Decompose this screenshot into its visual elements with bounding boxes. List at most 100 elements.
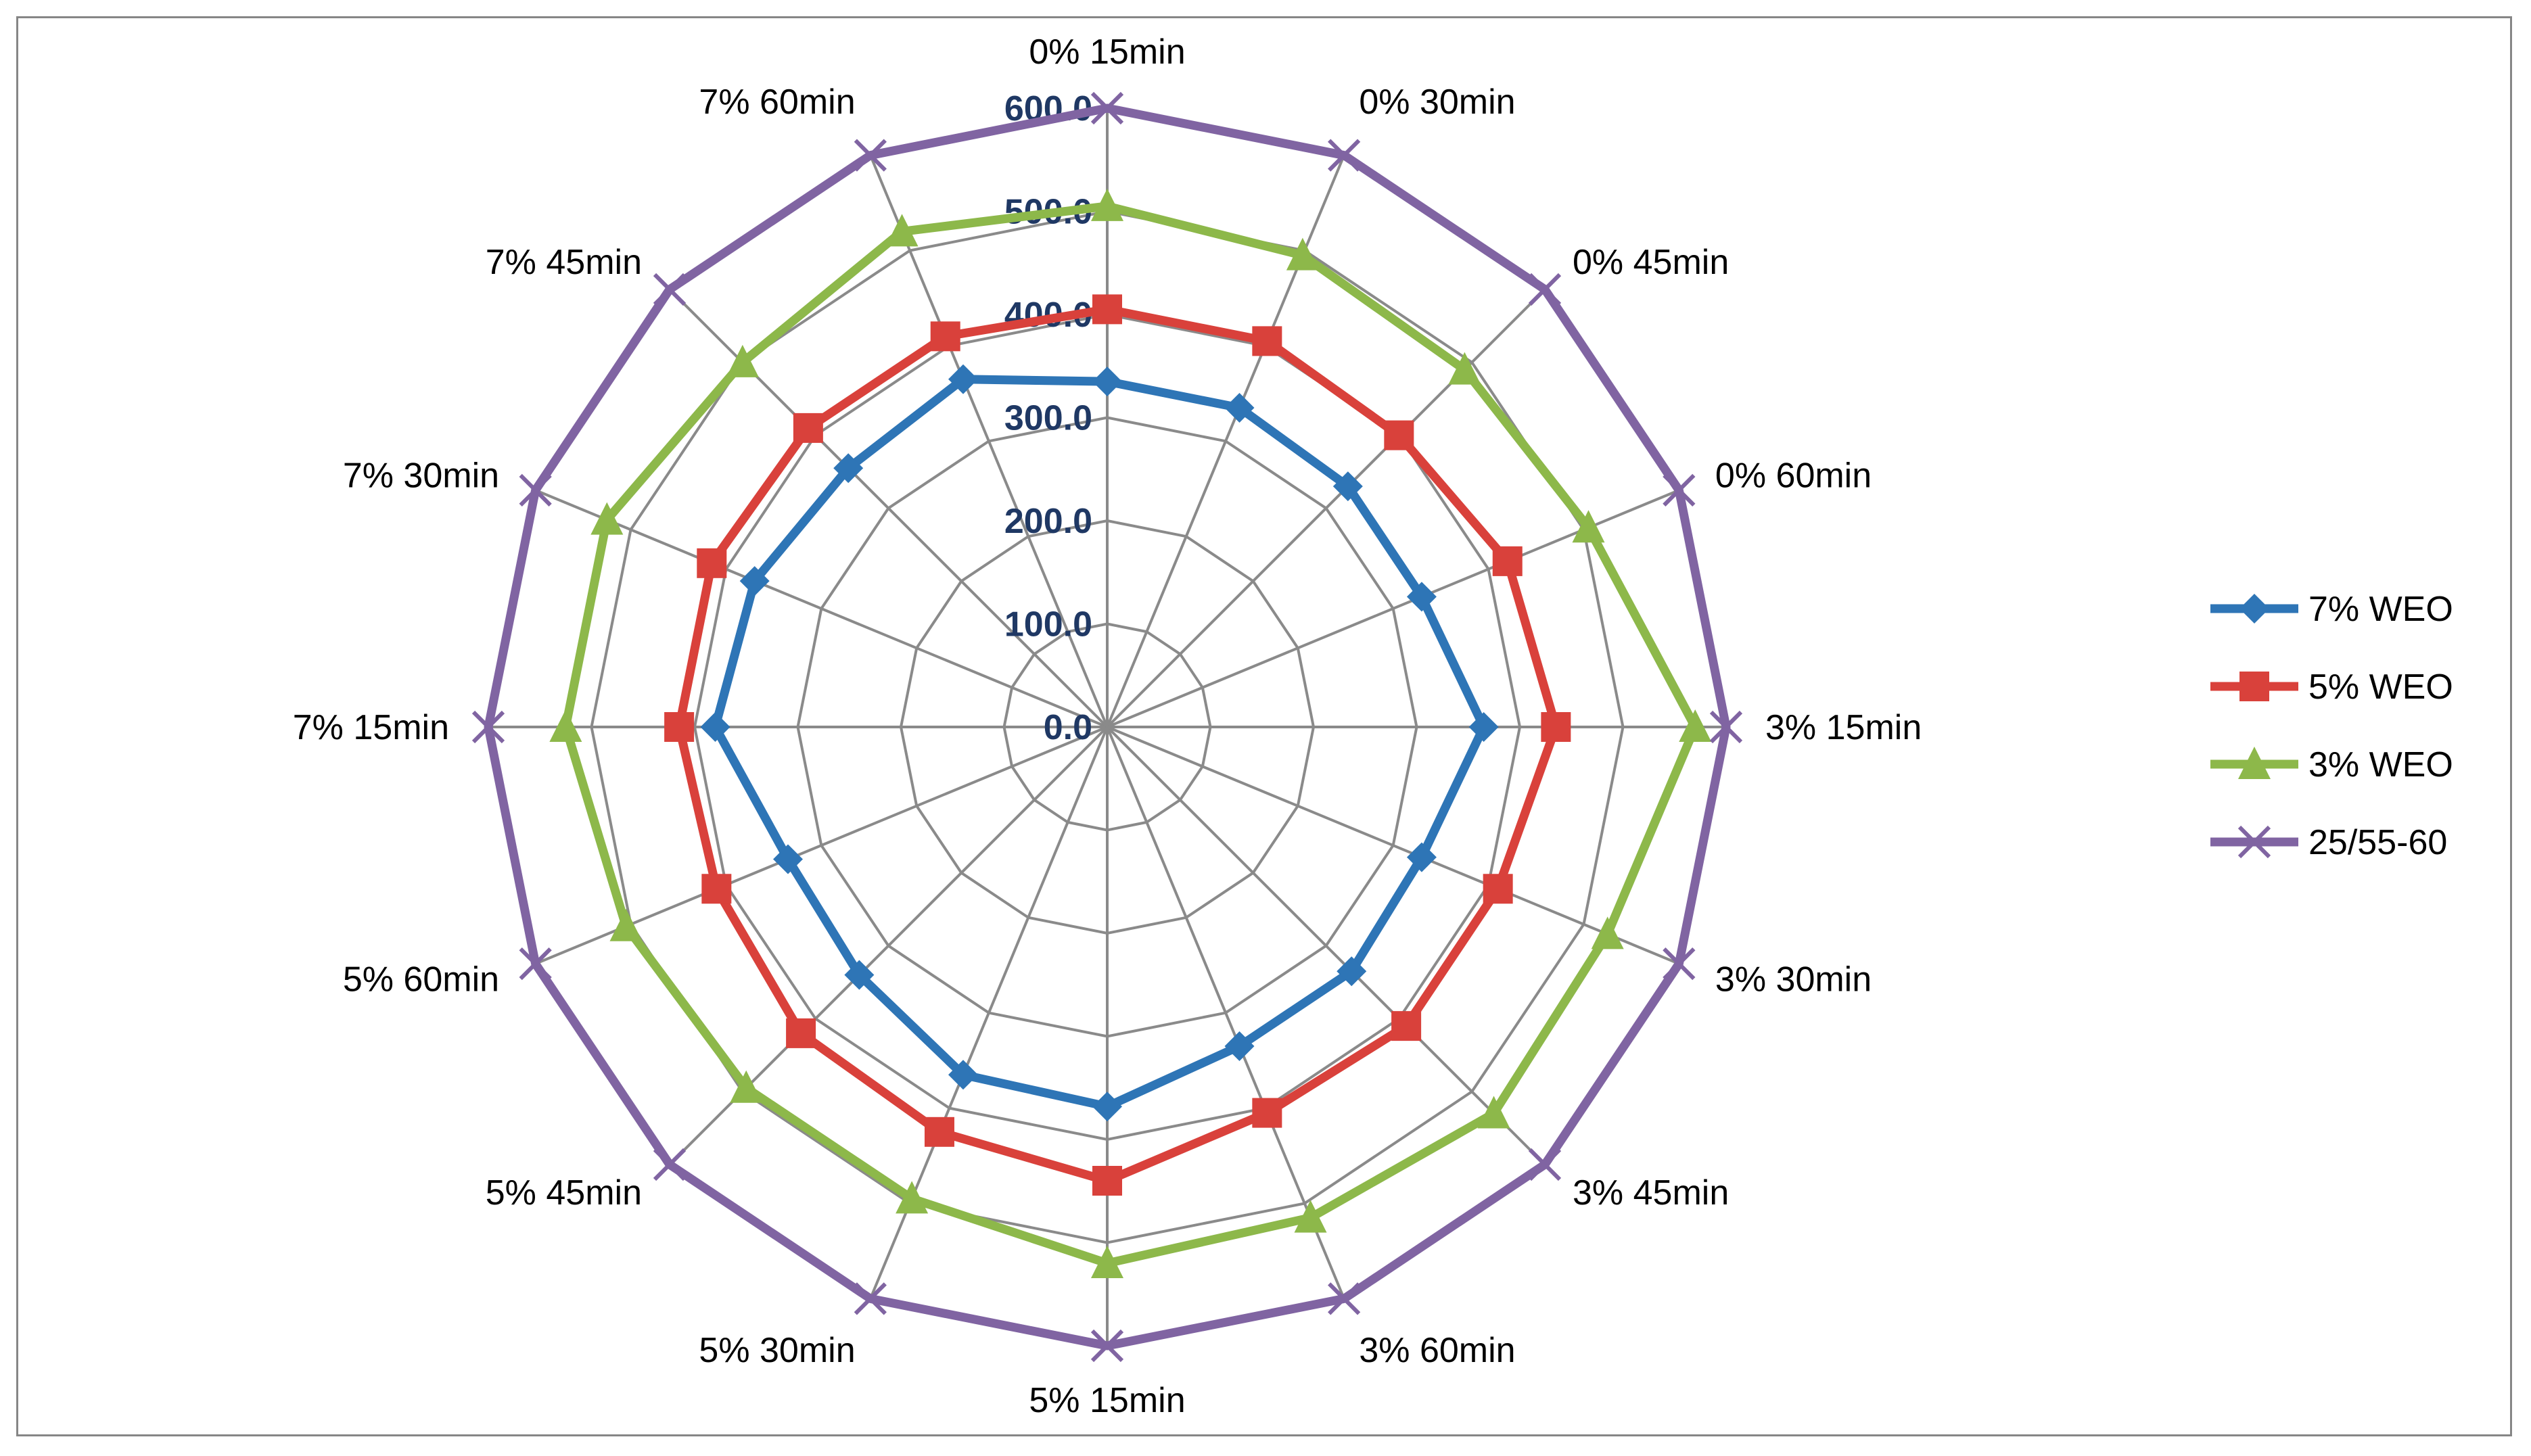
data-point <box>1477 1096 1510 1129</box>
category-label: 3% 45min <box>1573 1173 1729 1213</box>
data-point <box>844 960 875 990</box>
series-1 <box>664 294 1571 1196</box>
data-point <box>924 1117 954 1147</box>
data-point <box>833 453 864 484</box>
data-point <box>519 473 552 507</box>
category-label: 7% 45min <box>486 243 642 282</box>
data-point <box>549 709 582 742</box>
data-point <box>700 712 730 742</box>
series-layer <box>471 91 1743 1363</box>
data-point <box>1090 91 1124 125</box>
data-point <box>948 364 978 394</box>
category-label: 5% 60min <box>343 960 499 999</box>
legend-marker <box>2237 825 2271 859</box>
data-point <box>948 1060 978 1090</box>
tick-label: 300.0 <box>1004 399 1092 438</box>
category-label: 3% 60min <box>1359 1331 1515 1370</box>
data-point <box>1090 1329 1124 1363</box>
data-point <box>1406 842 1437 872</box>
data-point <box>1528 1148 1562 1181</box>
category-label: 5% 30min <box>699 1331 855 1370</box>
data-point <box>1468 712 1499 742</box>
legend-label: 3% WEO <box>2308 745 2453 784</box>
data-point <box>1406 582 1437 612</box>
data-point <box>885 214 919 247</box>
legend: 7% WEO 5% WEO 3% WEO 25/55-60 <box>2210 590 2453 862</box>
legend-marker <box>2239 594 2269 624</box>
grid-spoke <box>1106 288 1546 728</box>
data-point <box>1663 947 1696 981</box>
series-3 <box>471 91 1743 1363</box>
data-point <box>1448 352 1481 385</box>
data-point <box>519 947 552 981</box>
data-point <box>1252 1098 1282 1128</box>
data-point <box>1709 710 1743 744</box>
data-point <box>1092 294 1122 325</box>
data-point <box>609 908 643 941</box>
data-point <box>1384 420 1414 450</box>
data-point <box>1092 367 1122 397</box>
legend-label: 5% WEO <box>2308 667 2453 707</box>
data-point <box>726 344 759 377</box>
grid-spoke <box>1106 726 1546 1166</box>
category-labels: 0% 15min 0% 30min 0% 45min 0% 60min 3% 15min… <box>293 32 1922 1420</box>
data-point <box>786 1018 816 1048</box>
category-label: 5% 15min <box>1029 1381 1185 1420</box>
grid-spoke <box>868 154 1109 728</box>
data-point <box>1391 1011 1422 1041</box>
data-point <box>1224 393 1255 423</box>
data-point <box>1483 874 1513 904</box>
legend-item: 7% WEO <box>2210 590 2453 629</box>
category-label: 7% 15min <box>293 708 449 747</box>
data-point <box>471 710 505 744</box>
category-label: 5% 45min <box>486 1173 642 1213</box>
data-point <box>1224 1031 1255 1061</box>
data-point <box>930 321 960 352</box>
category-label: 0% 60min <box>1715 456 1872 496</box>
series-0 <box>700 364 1499 1122</box>
data-point <box>739 566 770 596</box>
category-label: 7% 60min <box>699 83 855 122</box>
data-point <box>1663 473 1696 507</box>
grid-spoke <box>1106 726 1346 1300</box>
grid-spoke <box>1107 726 1680 966</box>
data-point <box>730 1070 763 1103</box>
category-label: 3% 15min <box>1765 708 1922 747</box>
grid-spoke <box>534 488 1108 728</box>
legend-item: 3% WEO <box>2210 745 2453 784</box>
data-point <box>1591 916 1624 949</box>
data-point <box>1679 709 1712 742</box>
data-point <box>1294 1200 1327 1233</box>
tick-label: 0.0 <box>1044 708 1092 747</box>
data-point <box>1092 1091 1122 1122</box>
data-point <box>653 1148 687 1181</box>
category-label: 0% 15min <box>1029 32 1185 72</box>
data-point <box>1092 1166 1122 1196</box>
category-label: 7% 30min <box>343 456 499 496</box>
data-point <box>590 502 624 535</box>
tick-label: 200.0 <box>1004 502 1092 541</box>
data-point <box>854 139 887 172</box>
data-point <box>896 1181 929 1214</box>
data-point <box>1572 510 1605 543</box>
legend-label: 25/55-60 <box>2308 823 2447 862</box>
data-point <box>1252 326 1282 356</box>
data-point <box>1528 273 1562 306</box>
data-point <box>1328 1282 1361 1315</box>
data-point <box>773 844 804 874</box>
legend-marker <box>2239 672 2269 701</box>
data-point <box>854 1282 887 1315</box>
data-point <box>1337 956 1367 987</box>
category-label: 0% 45min <box>1573 243 1729 282</box>
data-point <box>664 712 695 742</box>
category-label: 0% 30min <box>1359 83 1515 122</box>
data-point <box>653 273 687 306</box>
tick-label: 100.0 <box>1004 605 1092 644</box>
data-point <box>1541 712 1571 742</box>
legend-label: 7% WEO <box>2308 590 2453 629</box>
legend-item: 25/55-60 <box>2210 823 2447 862</box>
data-point <box>793 413 823 443</box>
data-point <box>697 548 727 578</box>
